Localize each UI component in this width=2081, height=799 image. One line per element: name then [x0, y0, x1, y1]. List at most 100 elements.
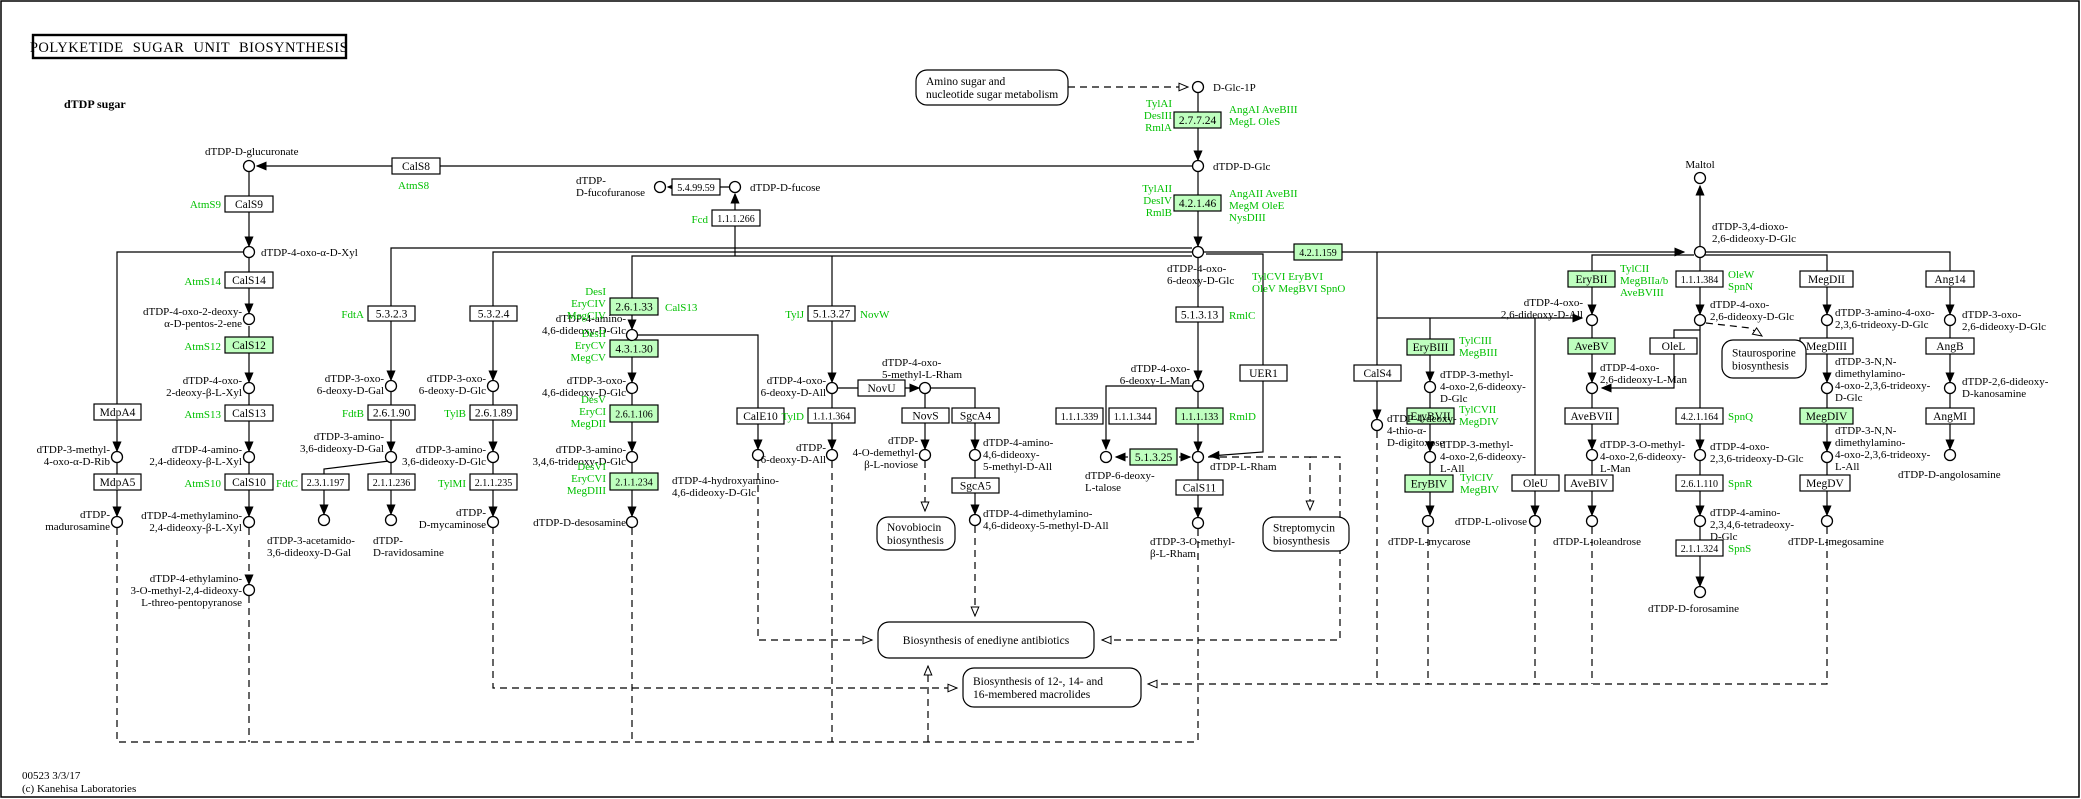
enzyme-box-CalS11[interactable]: CalS11	[1175, 479, 1224, 496]
enzyme-box-2.6.1.110[interactable]: 2.6.1.110	[1675, 474, 1724, 492]
enzyme-box-2.6.1.90[interactable]: 2.6.1.90	[367, 404, 416, 421]
enzyme-box-EryBII[interactable]: EryBII	[1567, 270, 1616, 288]
compound-node-dTDP-4-oxo-2,6-dideoxy-L-Man[interactable]	[1585, 381, 1599, 395]
enzyme-box-MegDII[interactable]: MegDII	[1799, 270, 1854, 288]
enzyme-box-NovS[interactable]: NovS	[901, 407, 950, 424]
compound-node-dTDP-4-O-demethyl-b-L-noviose[interactable]	[918, 448, 932, 462]
enzyme-box-5.4.99.59[interactable]: 5.4.99.59	[671, 178, 721, 196]
compound-node-dTDP-4-oxo-2-deoxy-b-L-Xyl[interactable]	[242, 381, 256, 395]
enzyme-box-CalE10[interactable]: CalE10	[736, 407, 785, 425]
compound-node-dTDP-4-methylamino-2,4-dideoxy-b-L-Xyl[interactable]	[242, 515, 256, 529]
compound-node-dTDP-4-oxo-2,3,6-trideoxy-D-Glc[interactable]	[1693, 448, 1707, 462]
enzyme-box-4.3.1.30[interactable]: 4.3.1.30	[609, 339, 659, 358]
compound-node-dTDP-4-amino-4,6-dideoxy-D-Glc[interactable]	[625, 328, 639, 342]
compound-node-dTDP-3-O-methyl-b-L-Rham[interactable]	[1191, 516, 1205, 530]
enzyme-box-2.1.1.235[interactable]: 2.1.1.235	[469, 473, 518, 491]
compound-node-dTDP-3-oxo-2,6-dideoxy-D-Glc[interactable]	[1943, 313, 1957, 327]
enzyme-box-CalS4[interactable]: CalS4	[1353, 364, 1402, 382]
compound-node-dTDP-D-Glc[interactable]	[1191, 159, 1205, 173]
enzyme-box-5.3.2.3[interactable]: 5.3.2.3	[367, 305, 416, 322]
compound-node-dTDP-4-deoxy-4-thio-a-D-digitoxose[interactable]	[1370, 418, 1384, 432]
compound-node-dTDP-3,4-dioxo-2,6-dideoxy-D-Glc[interactable]	[1693, 245, 1707, 259]
enzyme-box-Ang14[interactable]: Ang14	[1925, 270, 1975, 288]
enzyme-box-SgcA5[interactable]: SgcA5	[951, 477, 1000, 494]
compound-node-dTDP-3-amino-4-oxo-2,3,6-trideoxy-D-Glc[interactable]	[1820, 313, 1834, 327]
compound-node-dTDP-madurosamine[interactable]	[110, 515, 124, 529]
enzyme-box-2.1.1.236[interactable]: 2.1.1.236	[367, 473, 416, 491]
compound-node-dTDP-6-deoxy-L-talose[interactable]	[1099, 450, 1113, 464]
compound-node-Maltol[interactable]	[1693, 171, 1707, 185]
compound-node-dTDP-3-amino-3,4,6-trideoxy-D-Glc[interactable]	[625, 450, 639, 464]
enzyme-box-1.1.1.133[interactable]: 1.1.1.133	[1175, 407, 1224, 425]
enzyme-box-OleU[interactable]: OleU	[1511, 474, 1560, 492]
enzyme-box-OleL[interactable]: OleL	[1649, 337, 1698, 355]
compound-node-dTDP-3-amino-3,6-dideoxy-D-Gal[interactable]	[384, 450, 398, 464]
compound-node-dTDP-D-fucofuranose[interactable]	[653, 180, 667, 194]
compound-node-dTDP-3-methyl-4-oxo-a-D-Rib[interactable]	[110, 450, 124, 464]
compound-node-dTDP-4-oxo-6-deoxy-D-Glc[interactable]	[1191, 245, 1205, 259]
compound-node-dTDP-3-O-methyl-4-oxo-2,6-dideoxy-L-Man[interactable]	[1585, 448, 1599, 462]
compound-node-dTDP-L-megosamine[interactable]	[1820, 514, 1834, 528]
compound-node-dTDP-6-deoxy-D-All[interactable]	[825, 448, 839, 462]
compound-node-dTDP-4-ethylamino-3-O-methyl-2,4-dideoxy-L-threo-pentopyranose[interactable]	[242, 583, 256, 597]
compound-node-dTDP-3-methyl-4-oxo-2,6-dideoxy-D-Glc[interactable]	[1423, 380, 1437, 394]
compound-node-dTDP-3-methyl-4-oxo-2,6-dideoxy-L-All[interactable]	[1423, 450, 1437, 464]
enzyme-box-5.3.2.4[interactable]: 5.3.2.4	[469, 305, 518, 322]
compound-node-dTDP-L-mycarose[interactable]	[1421, 514, 1435, 528]
enzyme-box-MegDV[interactable]: MegDV	[1799, 474, 1851, 492]
pathway-link-box[interactable]: Biosynthesis of 12-, 14- and16-membered …	[962, 667, 1142, 708]
enzyme-box-2.6.1.33[interactable]: 2.6.1.33	[609, 297, 659, 316]
enzyme-box-CalS8[interactable]: CalS8	[391, 157, 441, 175]
compound-node-dTDP-4-oxo-6-deoxy-L-Man[interactable]	[1191, 379, 1205, 393]
compound-node-dTDP-4-oxo-a-D-Xyl[interactable]	[242, 245, 256, 259]
enzyme-box-AveBIV[interactable]: AveBIV	[1564, 474, 1614, 492]
compound-node-dTDP-3-acetamido-3,6-dideoxy-D-Gal[interactable]	[317, 513, 331, 527]
enzyme-box-AveBVII[interactable]: AveBVII	[1564, 407, 1619, 425]
compound-node-dTDP-4-dimethylamino-4,6-dideoxy-5-methyl-D-All[interactable]	[968, 513, 982, 527]
enzyme-box-2.6.1.89[interactable]: 2.6.1.89	[469, 404, 518, 421]
enzyme-box-CalS9[interactable]: CalS9	[224, 195, 274, 213]
enzyme-box-2.1.1.234[interactable]: 2.1.1.234	[609, 472, 659, 491]
compound-node-dTDP-L-Rham[interactable]	[1191, 450, 1205, 464]
compound-node-dTDP-3-oxo-6-deoxy-D-Glc[interactable]	[486, 379, 500, 393]
enzyme-box-4.2.1.46[interactable]: 4.2.1.46	[1173, 194, 1222, 212]
enzyme-box-4.2.1.159[interactable]: 4.2.1.159	[1293, 243, 1343, 261]
compound-node-dTDP-L-olivose[interactable]	[1528, 514, 1542, 528]
compound-node-dTDP-4-amino-2,3,4,6-tetradeoxy-D-Glc[interactable]	[1693, 514, 1707, 528]
enzyme-box-5.1.3.25[interactable]: 5.1.3.25	[1129, 448, 1178, 466]
enzyme-box-2.7.7.24[interactable]: 2.7.7.24	[1173, 111, 1222, 129]
enzyme-box-SgcA4[interactable]: SgcA4	[951, 407, 1000, 424]
enzyme-box-CalS14[interactable]: CalS14	[224, 271, 274, 289]
compound-node-dTDP-D-mycaminose[interactable]	[486, 515, 500, 529]
enzyme-box-2.6.1.106[interactable]: 2.6.1.106	[609, 404, 659, 423]
enzyme-box-AngB[interactable]: AngB	[1925, 337, 1975, 355]
compound-node-dTDP-4-oxo-5-methyl-L-Rham[interactable]	[918, 381, 932, 395]
enzyme-box-MegDIV[interactable]: MegDIV	[1799, 407, 1854, 425]
enzyme-box-5.1.3.13[interactable]: 5.1.3.13	[1175, 306, 1224, 323]
enzyme-box-MdpA5[interactable]: MdpA5	[93, 473, 142, 491]
enzyme-box-1.1.1.364[interactable]: 1.1.1.364	[807, 407, 856, 424]
compound-node-dTDP-3-amino-3,6-dideoxy-D-Glc[interactable]	[486, 450, 500, 464]
enzyme-box-AngMI[interactable]: AngMI	[1925, 407, 1975, 425]
compound-node-dTDP-4-hydroxyamino-4,6-dideoxy-D-Glc[interactable]	[751, 448, 765, 462]
pathway-link-box[interactable]: Biosynthesis of enediyne antibiotics	[877, 621, 1095, 659]
compound-node-dTDP-3-N,N-dimethylamino-4-oxo-2,3,6-trideoxy-L-All[interactable]	[1820, 450, 1834, 464]
enzyme-box-NovU[interactable]: NovU	[857, 379, 906, 397]
enzyme-box-MegDIII[interactable]: MegDIII	[1799, 337, 1854, 355]
compound-node-dTDP-L-oleandrose[interactable]	[1585, 514, 1599, 528]
enzyme-box-EryBIV[interactable]: EryBIV	[1404, 474, 1454, 493]
compound-node-dTDP-3-oxo-6-deoxy-D-Gal[interactable]	[384, 379, 398, 393]
enzyme-box-CalS12[interactable]: CalS12	[224, 336, 274, 354]
enzyme-box-1.1.1.384[interactable]: 1.1.1.384	[1675, 270, 1724, 288]
compound-node-dTDP-D-fucose[interactable]	[728, 180, 742, 194]
enzyme-box-5.1.3.27[interactable]: 5.1.3.27	[807, 305, 856, 322]
enzyme-box-4.2.1.164[interactable]: 4.2.1.164	[1675, 407, 1724, 425]
enzyme-box-CalS13[interactable]: CalS13	[224, 404, 274, 422]
enzyme-box-AveBV[interactable]: AveBV	[1567, 337, 1616, 355]
compound-node-dTDP-4-amino-2,4-dideoxy-b-L-Xyl[interactable]	[242, 450, 256, 464]
compound-node-dTDP-2,6-dideoxy-D-kanosamine[interactable]	[1943, 381, 1957, 395]
compound-node-dTDP-D-glucuronate[interactable]	[242, 159, 256, 173]
